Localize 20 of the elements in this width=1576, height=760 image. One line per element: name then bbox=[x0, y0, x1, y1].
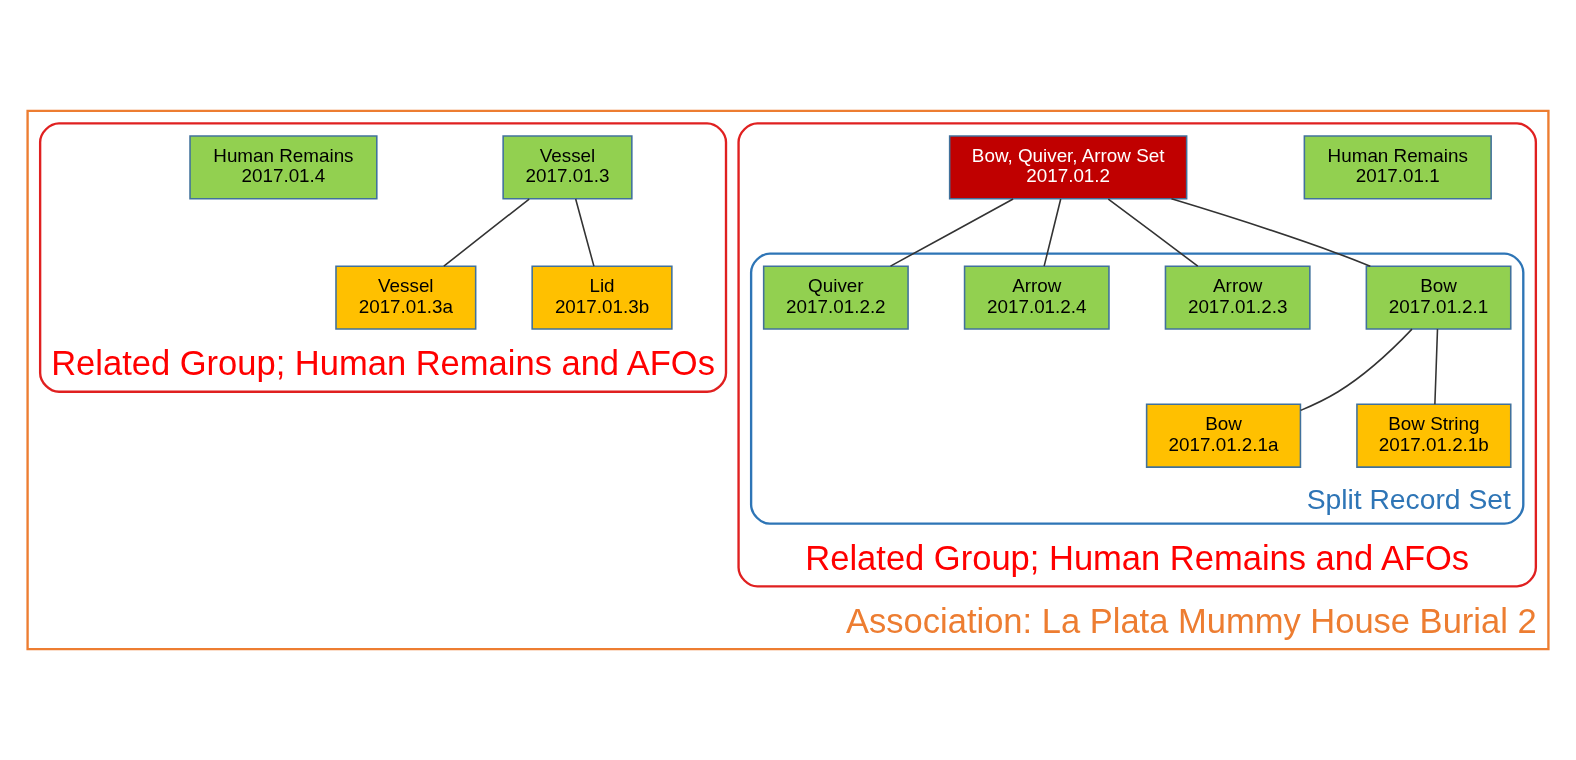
node-box: Bow 2017.01.2.1a bbox=[1145, 403, 1302, 468]
connector bbox=[1107, 198, 1199, 267]
node-box: Human Remains 2017.01.1 bbox=[1303, 135, 1492, 200]
connector bbox=[1170, 198, 1372, 267]
connector bbox=[443, 198, 530, 267]
node-box: Human Remains 2017.01.4 bbox=[189, 135, 378, 200]
connector bbox=[1434, 328, 1439, 406]
node-box: Bow String 2017.01.2.1b bbox=[1356, 403, 1512, 468]
node-box: Bow, Quiver, Arrow Set 2017.01.2 bbox=[948, 135, 1188, 200]
node-box: Arrow 2017.01.2.3 bbox=[1164, 265, 1311, 330]
node-box: Arrow 2017.01.2.4 bbox=[963, 265, 1110, 330]
node-box: Bow 2017.01.2.1 bbox=[1365, 265, 1512, 330]
connector bbox=[574, 198, 595, 267]
connector bbox=[1299, 328, 1413, 412]
node-box: Vessel 2017.01.3 bbox=[502, 135, 633, 200]
connector bbox=[889, 198, 1014, 267]
node-box: Vessel 2017.01.3a bbox=[335, 265, 477, 330]
node-box: Quiver 2017.01.2.2 bbox=[762, 265, 909, 330]
connector bbox=[1043, 198, 1062, 267]
node-box: Lid 2017.01.3b bbox=[531, 265, 673, 330]
